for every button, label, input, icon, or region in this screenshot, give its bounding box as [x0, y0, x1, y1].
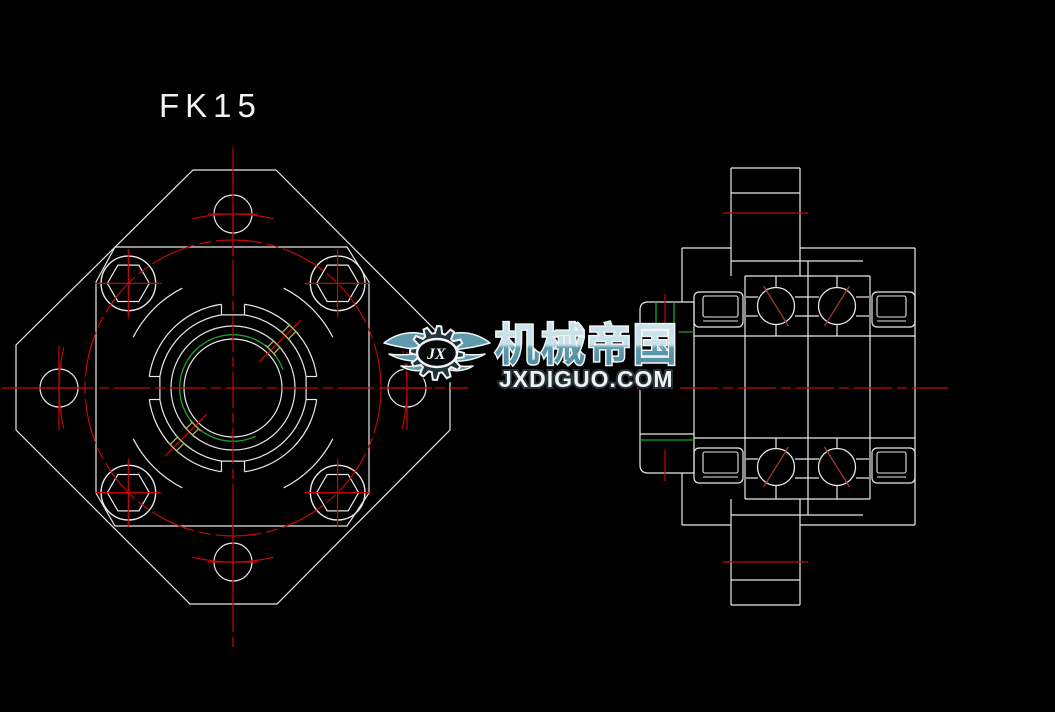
left-view-front: [2, 148, 468, 648]
oil-hole-centerline: [164, 413, 208, 457]
oil-hole-wall: [191, 428, 199, 436]
oil-hole-wall: [281, 324, 290, 333]
bearing-ball: [756, 447, 796, 487]
logo-oval: [415, 337, 459, 369]
contact-angle-line: [762, 285, 790, 327]
boss-arc: [283, 287, 334, 338]
oil-hole-tick: [287, 322, 299, 334]
bearing-ring-block-inner: [876, 451, 907, 474]
bearing-ring-block: [871, 447, 916, 484]
oil-hole-tick: [183, 426, 195, 438]
oil-hole-feature: [164, 413, 208, 457]
bearing-ring-block: [693, 447, 744, 484]
oil-hole-centerline: [258, 319, 302, 363]
thread-indicator-arc: [179, 334, 284, 442]
watermark-logo: JX: [383, 324, 491, 382]
logo-monogram: JX: [426, 346, 446, 363]
oil-hole-feature: [258, 319, 302, 363]
oil-hole-wall: [273, 346, 281, 354]
oil-hole-tick: [167, 442, 179, 454]
oil-hole-tick: [271, 338, 283, 350]
bearing-ring-block: [871, 291, 916, 328]
bearing-ball: [817, 447, 857, 487]
oil-hole-wall: [185, 422, 193, 430]
body-square-outline: [95, 246, 370, 527]
pilot-nose-outline: [639, 301, 695, 474]
contact-angle-line: [823, 446, 851, 488]
watermark: JX 机械帝国 JXDIGUO.COM: [383, 319, 679, 394]
right-view-section: [622, 167, 948, 606]
contact-angle-line: [762, 446, 790, 488]
bearing-ring-block: [693, 291, 744, 328]
contact-angle-line: [823, 285, 851, 327]
ring-notch-mask: [146, 376, 162, 400]
bearing-ring-block-inner: [702, 295, 739, 318]
drawing-label: FK15: [159, 87, 262, 124]
ring-notch-mask: [221, 459, 245, 475]
bearing-ring-block-inner: [876, 295, 907, 318]
bearing-ball: [817, 286, 857, 326]
oil-hole-wall: [169, 436, 178, 445]
bearing-ball: [756, 286, 796, 326]
boss-arc: [132, 287, 183, 338]
watermark-domain: JXDIGUO.COM: [499, 366, 674, 392]
oil-hole-wall: [267, 340, 275, 348]
watermark-brand: 机械帝国: [495, 320, 679, 371]
boss-arc: [132, 438, 183, 489]
oil-hole-wall: [288, 331, 297, 340]
oil-hole-wall: [176, 443, 185, 452]
boss-arc: [283, 438, 334, 489]
bearing-ring-block-inner: [702, 451, 739, 474]
flange-diamond-outline: [15, 169, 451, 605]
